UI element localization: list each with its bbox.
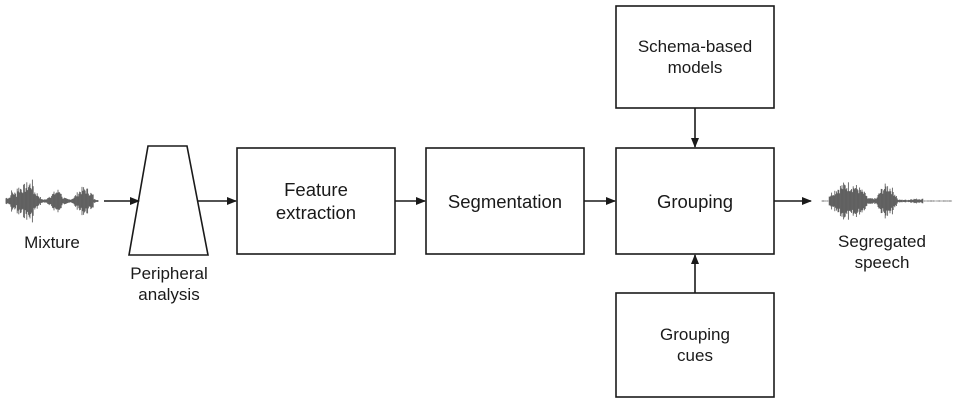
peripheral-analysis-block	[128, 145, 209, 256]
schema-based-models-label: Schema-based models	[616, 6, 774, 108]
feature-extraction-line2: extraction	[275, 202, 357, 223]
segmentation-label: Segmentation	[447, 190, 563, 212]
segregated-speech-label: Segregated speech	[816, 230, 948, 274]
segregated-line2: speech	[854, 253, 910, 272]
feature-extraction-line1: Feature	[284, 179, 348, 200]
schema-line1: Schema-based	[637, 37, 753, 56]
grouping-cues-label: Grouping cues	[616, 293, 774, 397]
cues-line1: Grouping	[660, 325, 730, 344]
cues-line2: cues	[677, 346, 713, 365]
peripheral-analysis-label: Peripheral analysis	[104, 262, 234, 306]
grouping-label: Grouping	[656, 190, 734, 212]
mixture-waveform-icon	[5, 179, 99, 223]
peripheral-analysis-line2: analysis	[138, 285, 200, 304]
peripheral-analysis-line1: Peripheral	[130, 264, 208, 283]
mixture-label: Mixture	[24, 232, 80, 252]
schema-line2: models	[667, 58, 723, 77]
segregated-speech-waveform-icon	[821, 182, 953, 220]
segregated-line1: Segregated	[838, 232, 926, 251]
feature-extraction-label: Feature extraction	[237, 148, 395, 254]
